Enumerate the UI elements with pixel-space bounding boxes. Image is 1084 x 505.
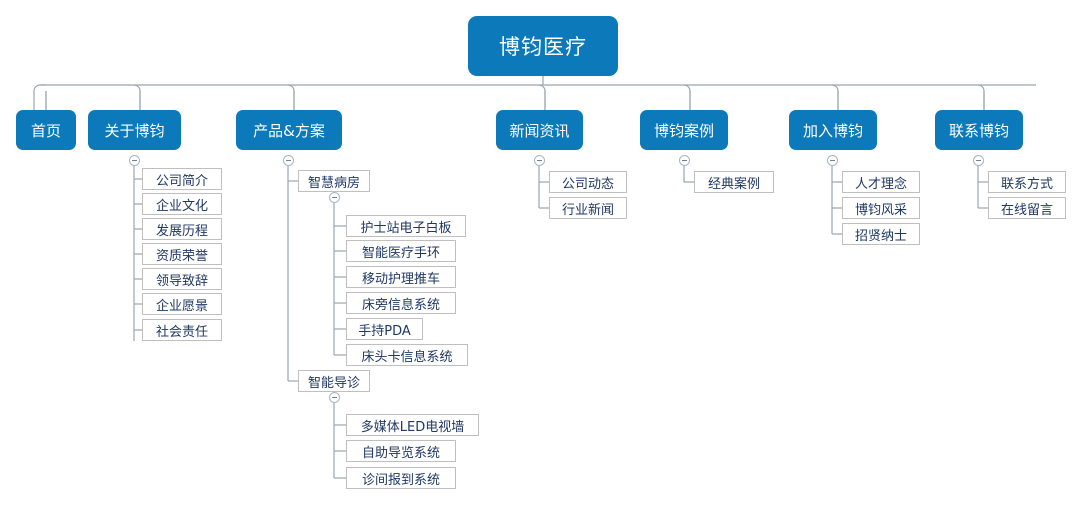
minus-icon-products[interactable] [283,155,294,166]
minus-icon-smart-guide[interactable] [329,392,340,403]
node-cases[interactable]: 博钧案例 [640,110,728,150]
list-item[interactable]: 公司简介 [142,168,222,190]
list-item[interactable]: 多媒体LED电视墙 [346,414,479,436]
list-item[interactable]: 企业愿景 [142,293,222,315]
list-item[interactable]: 经典案例 [694,171,774,193]
list-item[interactable]: 行业新闻 [549,197,627,219]
list-item[interactable]: 手持PDA [346,318,423,340]
node-contact[interactable]: 联系博钧 [935,110,1023,150]
list-item[interactable]: 博钧风采 [842,197,920,219]
list-item[interactable]: 床旁信息系统 [346,292,456,314]
node-about[interactable]: 关于博钧 [88,110,181,150]
list-item[interactable]: 发展历程 [142,218,222,240]
node-news[interactable]: 新闻资讯 [496,110,583,150]
minus-icon-about[interactable] [129,155,140,166]
list-item[interactable]: 诊间报到系统 [346,467,456,489]
list-item[interactable]: 护士站电子白板 [346,215,466,237]
list-item[interactable]: 自助导览系统 [346,440,456,462]
node-home[interactable]: 首页 [16,110,76,150]
list-item[interactable]: 领导致辞 [142,268,222,290]
list-item[interactable]: 企业文化 [142,193,222,215]
node-join[interactable]: 加入博钧 [789,110,877,150]
list-item[interactable]: 在线留言 [988,197,1066,219]
list-item[interactable]: 招贤纳士 [842,223,920,245]
minus-icon-join[interactable] [827,155,838,166]
list-item[interactable]: 资质荣誉 [142,243,222,265]
minus-icon-news[interactable] [534,155,545,166]
node-products[interactable]: 产品&方案 [236,110,342,150]
list-item[interactable]: 智能医疗手环 [346,240,456,262]
list-item[interactable]: 人才理念 [842,171,920,193]
list-item[interactable]: 床头卡信息系统 [346,344,468,366]
list-item[interactable]: 公司动态 [549,171,627,193]
minus-icon-cases[interactable] [679,155,690,166]
group-smart-ward[interactable]: 智慧病房 [298,170,370,192]
list-item[interactable]: 联系方式 [988,171,1066,193]
list-item[interactable]: 社会责任 [142,319,222,341]
list-item[interactable]: 移动护理推车 [346,266,456,288]
minus-icon-smart-ward[interactable] [329,192,340,203]
minus-icon-contact[interactable] [973,155,984,166]
root-node[interactable]: 博钧医疗 [468,16,618,76]
group-smart-guide[interactable]: 智能导诊 [298,370,370,392]
